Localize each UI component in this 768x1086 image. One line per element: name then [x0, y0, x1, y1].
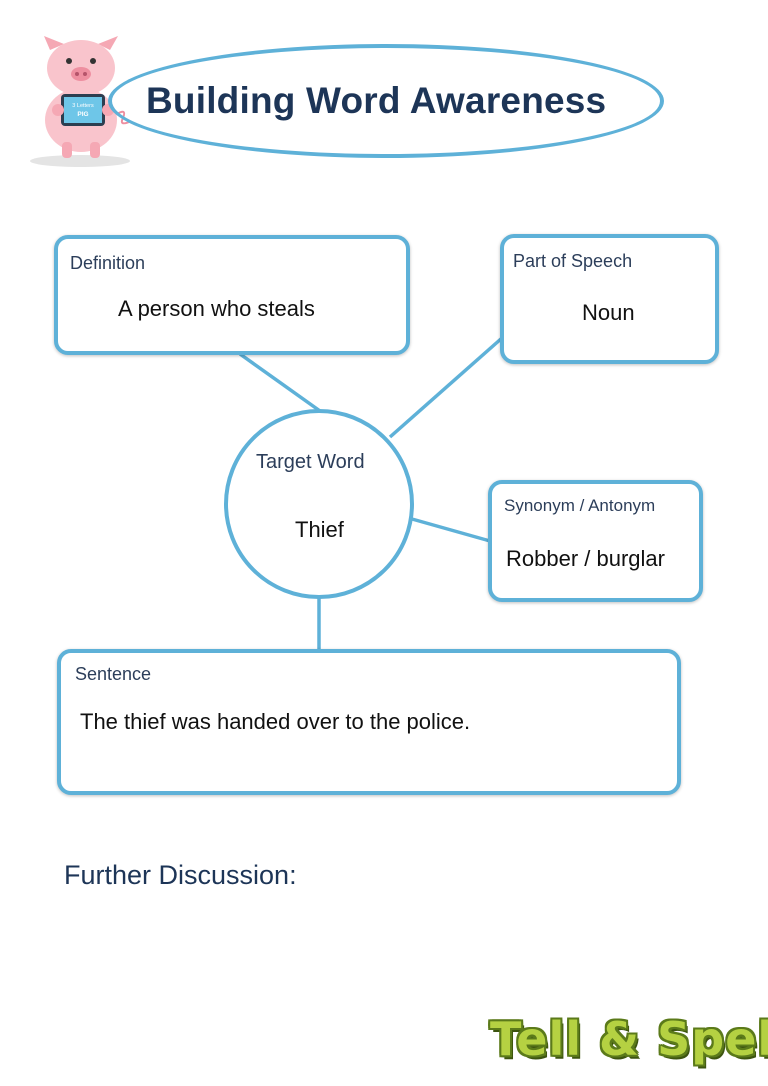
part-of-speech-value: Noun [582, 300, 635, 325]
connector-part-of-speech [388, 336, 504, 439]
definition-value: A person who steals [118, 296, 315, 321]
connector-synonym [411, 517, 491, 543]
sentence-value: The thief was handed over to the police. [80, 709, 471, 734]
definition-box: Definition A person who steals [54, 235, 410, 355]
sentence-label: Sentence [75, 664, 152, 684]
further-discussion-label: Further Discussion: [64, 860, 297, 890]
synonym-antonym-label: Synonym / Antonym [504, 496, 656, 515]
synonym-antonym-box: Synonym / Antonym Robber / burglar [488, 480, 703, 602]
page-title: Building Word Awareness [146, 80, 607, 121]
target-word-label: Target Word [256, 451, 365, 473]
sentence-box: Sentence The thief was handed over to th… [57, 649, 681, 795]
part-of-speech-label: Part of Speech [513, 251, 633, 271]
part-of-speech-box: Part of Speech Noun [500, 234, 719, 364]
pig-mascot-icon: 3 Letters PIG [30, 36, 130, 167]
target-word-value: Thief [295, 517, 344, 542]
synonym-antonym-value: Robber / burglar [506, 546, 665, 571]
definition-label: Definition [70, 253, 146, 273]
svg-text:PIG: PIG [77, 111, 88, 118]
connector-definition [238, 352, 322, 413]
title-oval [108, 44, 664, 158]
tell-and-spell-logo: Tell & Spell [490, 1012, 768, 1066]
target-word-circle: Target Word Thief [224, 409, 414, 599]
svg-text:3 Letters: 3 Letters [72, 103, 94, 109]
